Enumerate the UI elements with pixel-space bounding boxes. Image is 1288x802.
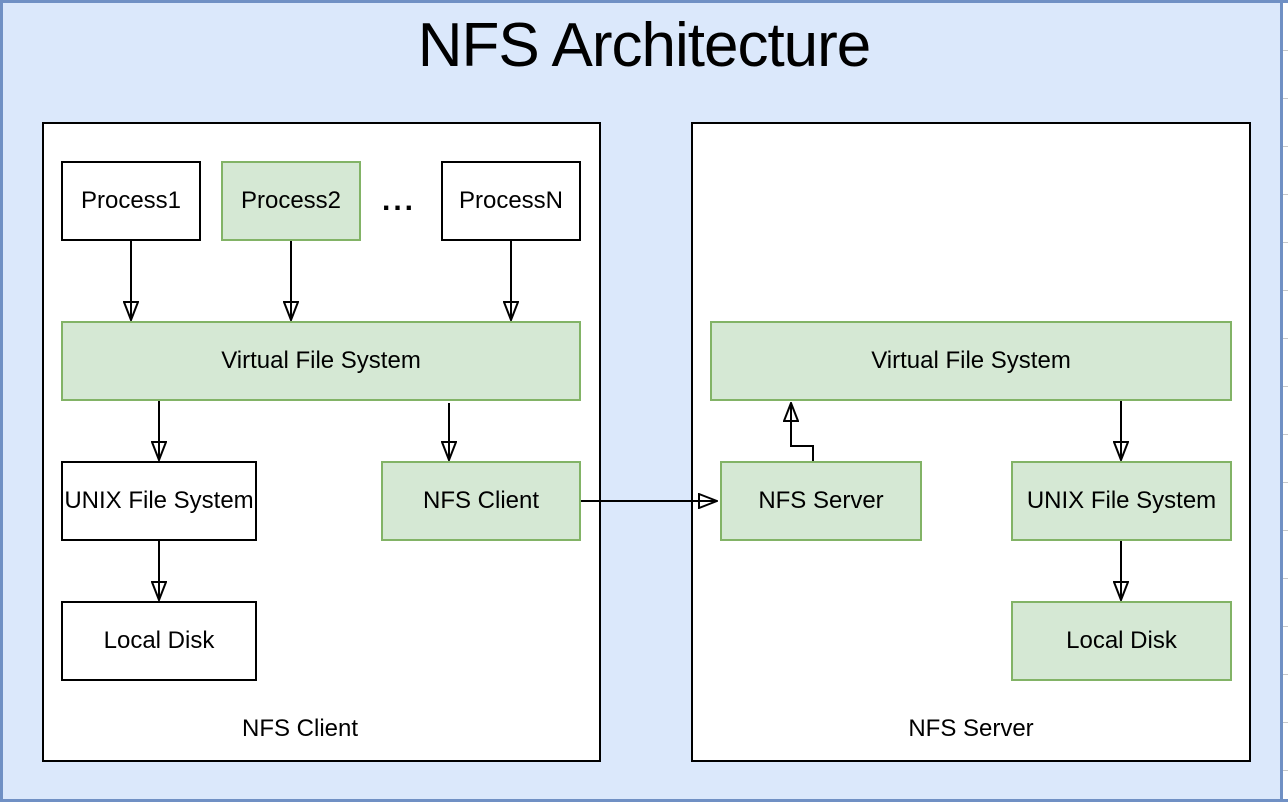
node-unix-fs-server: UNIX File System	[1011, 461, 1232, 541]
node-processn: ProcessN	[441, 161, 581, 241]
spreadsheet-gutter	[1283, 3, 1288, 799]
client-container-label: NFS Client	[241, 715, 359, 742]
node-local-disk-server: Local Disk	[1011, 601, 1232, 681]
node-vfs-server: Virtual File System	[710, 321, 1232, 401]
node-nfs-server: NFS Server	[720, 461, 922, 541]
node-process2: Process2	[221, 161, 361, 241]
node-unix-fs-client: UNIX File System	[61, 461, 257, 541]
node-nfs-client: NFS Client	[381, 461, 581, 541]
diagram-title: NFS Architecture	[417, 11, 872, 80]
server-container-label: NFS Server	[908, 715, 1034, 742]
node-vfs-client: Virtual File System	[61, 321, 581, 401]
node-process1: Process1	[61, 161, 201, 241]
process-ellipsis: ...	[381, 184, 416, 217]
node-local-disk-client: Local Disk	[61, 601, 257, 681]
